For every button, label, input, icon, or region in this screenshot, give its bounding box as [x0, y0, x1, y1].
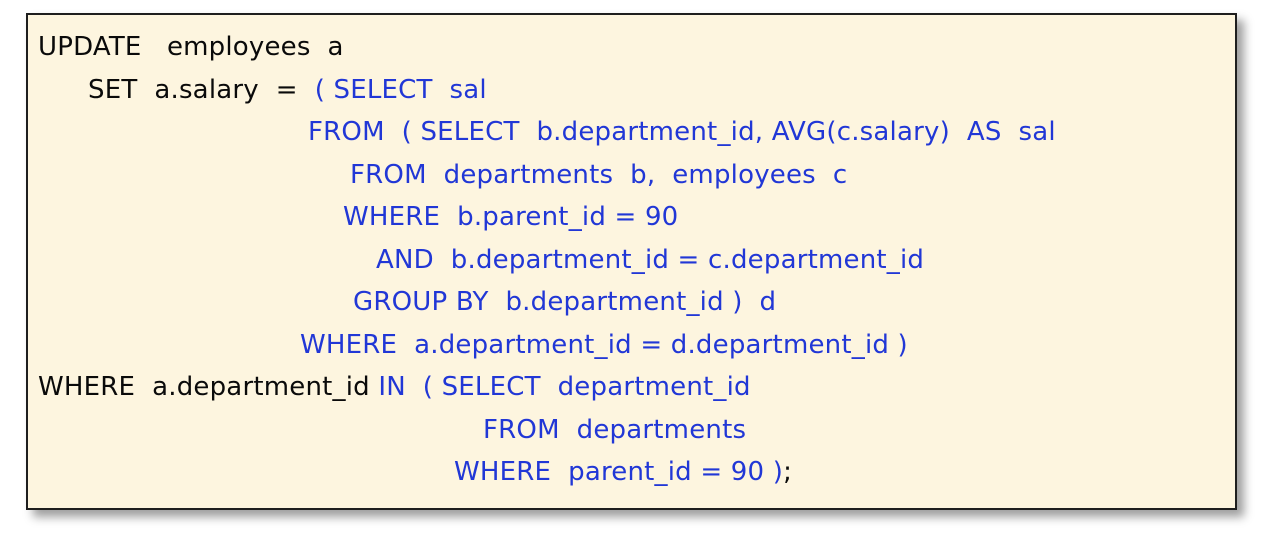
sql-code-block: UPDATE employees a SET a.salary = ( SELEC… [26, 13, 1237, 510]
code-line: WHERE b.parent_id = 90 [343, 196, 1235, 239]
sql-subquery-text: AND b.department_id = c.department_id [376, 244, 925, 275]
sql-subquery-text: IN ( SELECT department_id [378, 372, 751, 402]
sql-outer-text: UPDATE employees a [38, 32, 344, 62]
sql-subquery-text: WHERE parent_id = 90 ) [454, 457, 784, 487]
sql-subquery-text: WHERE b.parent_id = 90 [343, 202, 679, 232]
code-line: FROM departments [483, 409, 1235, 452]
sql-subquery-text: FROM departments [483, 414, 747, 445]
code-line: FROM departments b, employees c [350, 154, 1235, 197]
sql-subquery-text: FROM departments b, employees c [350, 159, 848, 190]
code-line: SET a.salary = ( SELECT sal [88, 69, 1235, 112]
sql-subquery-text: GROUP BY b.department_id ) d [353, 287, 777, 317]
sql-subquery-text: ( SELECT sal [314, 74, 487, 105]
code-line: WHERE a.department_id IN ( SELECT depart… [38, 366, 1235, 409]
code-line: GROUP BY b.department_id ) d [353, 281, 1235, 324]
sql-outer-text: ; [783, 457, 793, 487]
sql-outer-text: WHERE a.department_id [38, 372, 379, 402]
code-line: AND b.department_id = c.department_id [376, 239, 1235, 282]
code-line: WHERE a.department_id = d.department_id … [300, 324, 1235, 367]
code-line: WHERE parent_id = 90 ); [454, 451, 1235, 494]
sql-subquery-text: FROM ( SELECT b.department_id, AVG(c.sal… [308, 117, 1056, 147]
sql-subquery-text: WHERE a.department_id = d.department_id … [300, 329, 908, 360]
code-line: FROM ( SELECT b.department_id, AVG(c.sal… [308, 111, 1235, 154]
sql-outer-text: SET a.salary = [88, 74, 315, 105]
code-line: UPDATE employees a [38, 26, 1235, 69]
